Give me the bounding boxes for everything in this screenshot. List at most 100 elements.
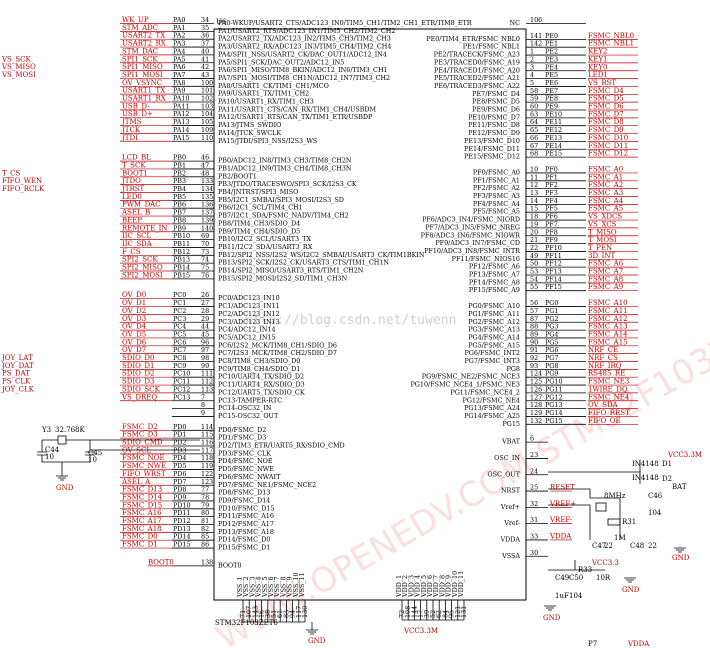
left-pin-number: 96 — [201, 338, 209, 346]
vdd-pin-label: VDD_11 — [457, 571, 465, 598]
left-port-label: PA4 — [173, 47, 185, 55]
right-net-label: FSMC_A3 — [588, 189, 623, 197]
left-net-label: FSMC_D0 — [122, 533, 158, 541]
right-pin-number: 12 — [530, 181, 538, 189]
right-net-label: FSMC_A13 — [588, 323, 628, 331]
left-signal-name: PD8/FSMC_D13 — [218, 489, 270, 497]
right-pin-number: 126 — [530, 385, 542, 393]
right-signal-name: PG1/FSMC_A11 — [468, 310, 520, 318]
vss-pin-number: 71 — [239, 610, 247, 618]
left-pin-number: 118 — [201, 454, 213, 462]
left-signal-name: PA14/JTCK_SWCLK — [218, 129, 281, 137]
right-signal-name: Vref- — [503, 519, 520, 527]
right-net-label: LED1 — [588, 71, 608, 79]
left-net-label: VS_DREQ — [121, 393, 157, 401]
left-port-label: PD14 — [173, 533, 191, 541]
right-net-label: T_MOSI — [588, 236, 617, 244]
right-net-label: FSMC_A11 — [588, 307, 628, 315]
vdd-pin-number: 39 — [423, 610, 431, 618]
right-port-label: PF13 — [545, 268, 562, 276]
right-port-label: PE10 — [545, 110, 562, 118]
left-signal-name: BOOT0 — [218, 561, 242, 569]
left-pin-number: 37 — [201, 40, 209, 48]
vss-pin: VSS_994 — [286, 576, 297, 622]
left-net-label: USART2_RX — [122, 40, 166, 48]
left-alt-net-label: JOY_CLK — [1, 385, 35, 393]
left-signal-name: PD13/FSMC_A18 — [218, 528, 274, 536]
left-alt-net-label: JOY_LAT — [1, 354, 33, 362]
right-signal-name: PG2/FSMC_A12 — [468, 318, 520, 326]
left-signal-name: PD11/FSMC_A16 — [218, 512, 274, 520]
right-pin-number: 63 — [530, 110, 538, 118]
left-pin-number: 122 — [201, 470, 213, 478]
right-net-label: VDDA — [549, 532, 572, 540]
vdd-pin-number: 72 — [398, 610, 406, 618]
right-pin-number: 14 — [530, 197, 538, 205]
vdd-pin-label: VDD_2 — [401, 575, 409, 598]
c45-ref: C45 — [88, 449, 102, 457]
right-pin-number: 64 — [530, 118, 538, 126]
right-port-label: PE0 — [545, 32, 558, 40]
right-port-label: PG1 — [545, 307, 558, 315]
vdd-pin-label: VDD_10 — [451, 571, 459, 598]
c49-value: 1uF — [555, 592, 569, 600]
left-port-label: PC4 — [173, 323, 186, 331]
right-signal-name: PG6/FSMC_INT2 — [464, 349, 520, 357]
right-net-label: FSMC_A6 — [588, 260, 624, 268]
right-pin-number: 3 — [530, 63, 534, 71]
y3-ref: Y3 — [41, 426, 51, 434]
left-net-label: T_SCK — [122, 161, 146, 169]
right-net-label: KEY1 — [588, 55, 607, 63]
right-net-label: FSMC_A12 — [588, 315, 628, 323]
left-port-label: PB1 — [173, 161, 186, 169]
left-alt-net-label: JOY_DAT — [1, 362, 34, 370]
right-port-label: PF6 — [545, 213, 558, 221]
left-pin-number: 80 — [201, 509, 209, 517]
right-port-label: PG15 — [545, 417, 563, 425]
left-signal-name: PD6/FSMC_NWAIT — [218, 473, 281, 481]
right-net-label: VS_RST — [587, 79, 616, 87]
left-port-label: PA10 — [173, 95, 189, 103]
right-port-label: PG10 — [545, 378, 563, 386]
vdd-pin: VDD_172 — [395, 575, 406, 620]
vss-pin-number: 130 — [301, 606, 309, 618]
left-pin-number: 85 — [201, 533, 209, 541]
left-port-label: PB11 — [173, 240, 190, 248]
right-signal-name: PF10/ADC3_IN8/FSMC_INTR — [424, 247, 520, 255]
left-port-label: PA14 — [173, 126, 189, 134]
right-pin-number: 1 — [530, 48, 534, 56]
right-pin-number: 128 — [530, 401, 542, 409]
left-pin-number: 26 — [201, 291, 209, 299]
vdd-pin: VDD_539 — [420, 575, 431, 620]
left-pin-number: 135 — [201, 193, 213, 201]
right-pin-number: 124 — [530, 370, 542, 378]
right-signal-name: PE12/FSMC_D9 — [468, 129, 520, 137]
right-port-label: PE11 — [545, 118, 562, 126]
left-alt-net-label: VS_MISO — [1, 63, 36, 71]
left-pin-number: 117 — [201, 446, 213, 454]
left-port-label: PB9 — [173, 224, 186, 232]
right-port-label: PG2 — [545, 315, 558, 323]
right-net-label: VS_XCS — [587, 220, 617, 228]
vss-pin: VSS_883 — [279, 576, 290, 622]
right-signal-name: PE8/FSMC_D5 — [472, 98, 520, 106]
right-net-label: NRF_CS — [588, 354, 618, 362]
vcc-label-vdd: VCC3.3M — [403, 627, 438, 635]
right-port-label: PE4 — [545, 63, 558, 71]
right-port-label: PF9 — [545, 236, 558, 244]
right-pin-number: 55 — [530, 283, 538, 291]
right-pin-number: 93 — [530, 362, 538, 370]
right-port-label: PF2 — [545, 181, 558, 189]
left-pin-number: 97 — [201, 346, 209, 354]
